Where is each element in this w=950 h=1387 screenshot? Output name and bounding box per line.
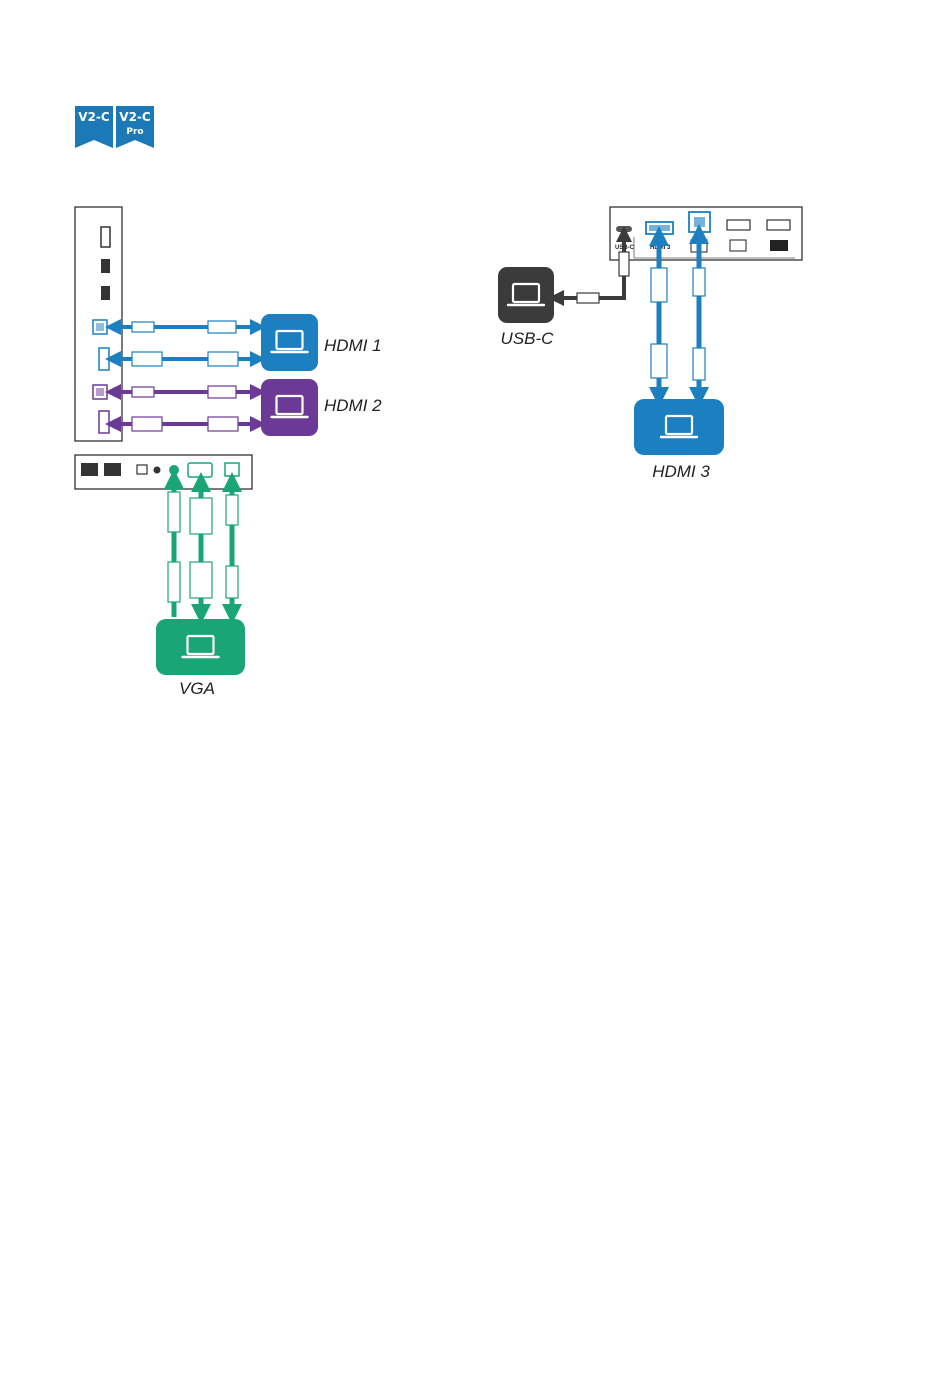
badge-v2c-label: V2-C xyxy=(78,110,110,124)
hdmi2-label: HDMI 2 xyxy=(324,396,382,415)
usbc-label: USB-C xyxy=(501,329,555,348)
usbc-computer-icon xyxy=(498,267,554,323)
front-connector-panel: USB-C HDMI 3 xyxy=(610,207,802,260)
vga-cables xyxy=(168,479,238,617)
model-badge-v2c-pro: V2-C Pro xyxy=(116,106,154,148)
hdmi2-computer-icon xyxy=(261,379,318,436)
hdmi3-label: HDMI 3 xyxy=(652,462,710,481)
hdmi1-cables xyxy=(113,321,258,366)
vga-computer-icon xyxy=(156,619,245,675)
side-connector-panel xyxy=(75,207,122,441)
hdmi1-computer-icon xyxy=(261,314,318,371)
badge-v2c-pro-label: V2-C xyxy=(119,110,151,124)
hdmi2-cables xyxy=(113,386,258,431)
model-badge-v2c: V2-C xyxy=(75,106,113,148)
hdmi1-label: HDMI 1 xyxy=(324,336,382,355)
badge-pro-label: Pro xyxy=(126,127,143,137)
hdmi3-computer-icon xyxy=(634,399,724,455)
vga-label: VGA xyxy=(179,679,215,698)
bottom-connector-panel xyxy=(75,455,252,489)
